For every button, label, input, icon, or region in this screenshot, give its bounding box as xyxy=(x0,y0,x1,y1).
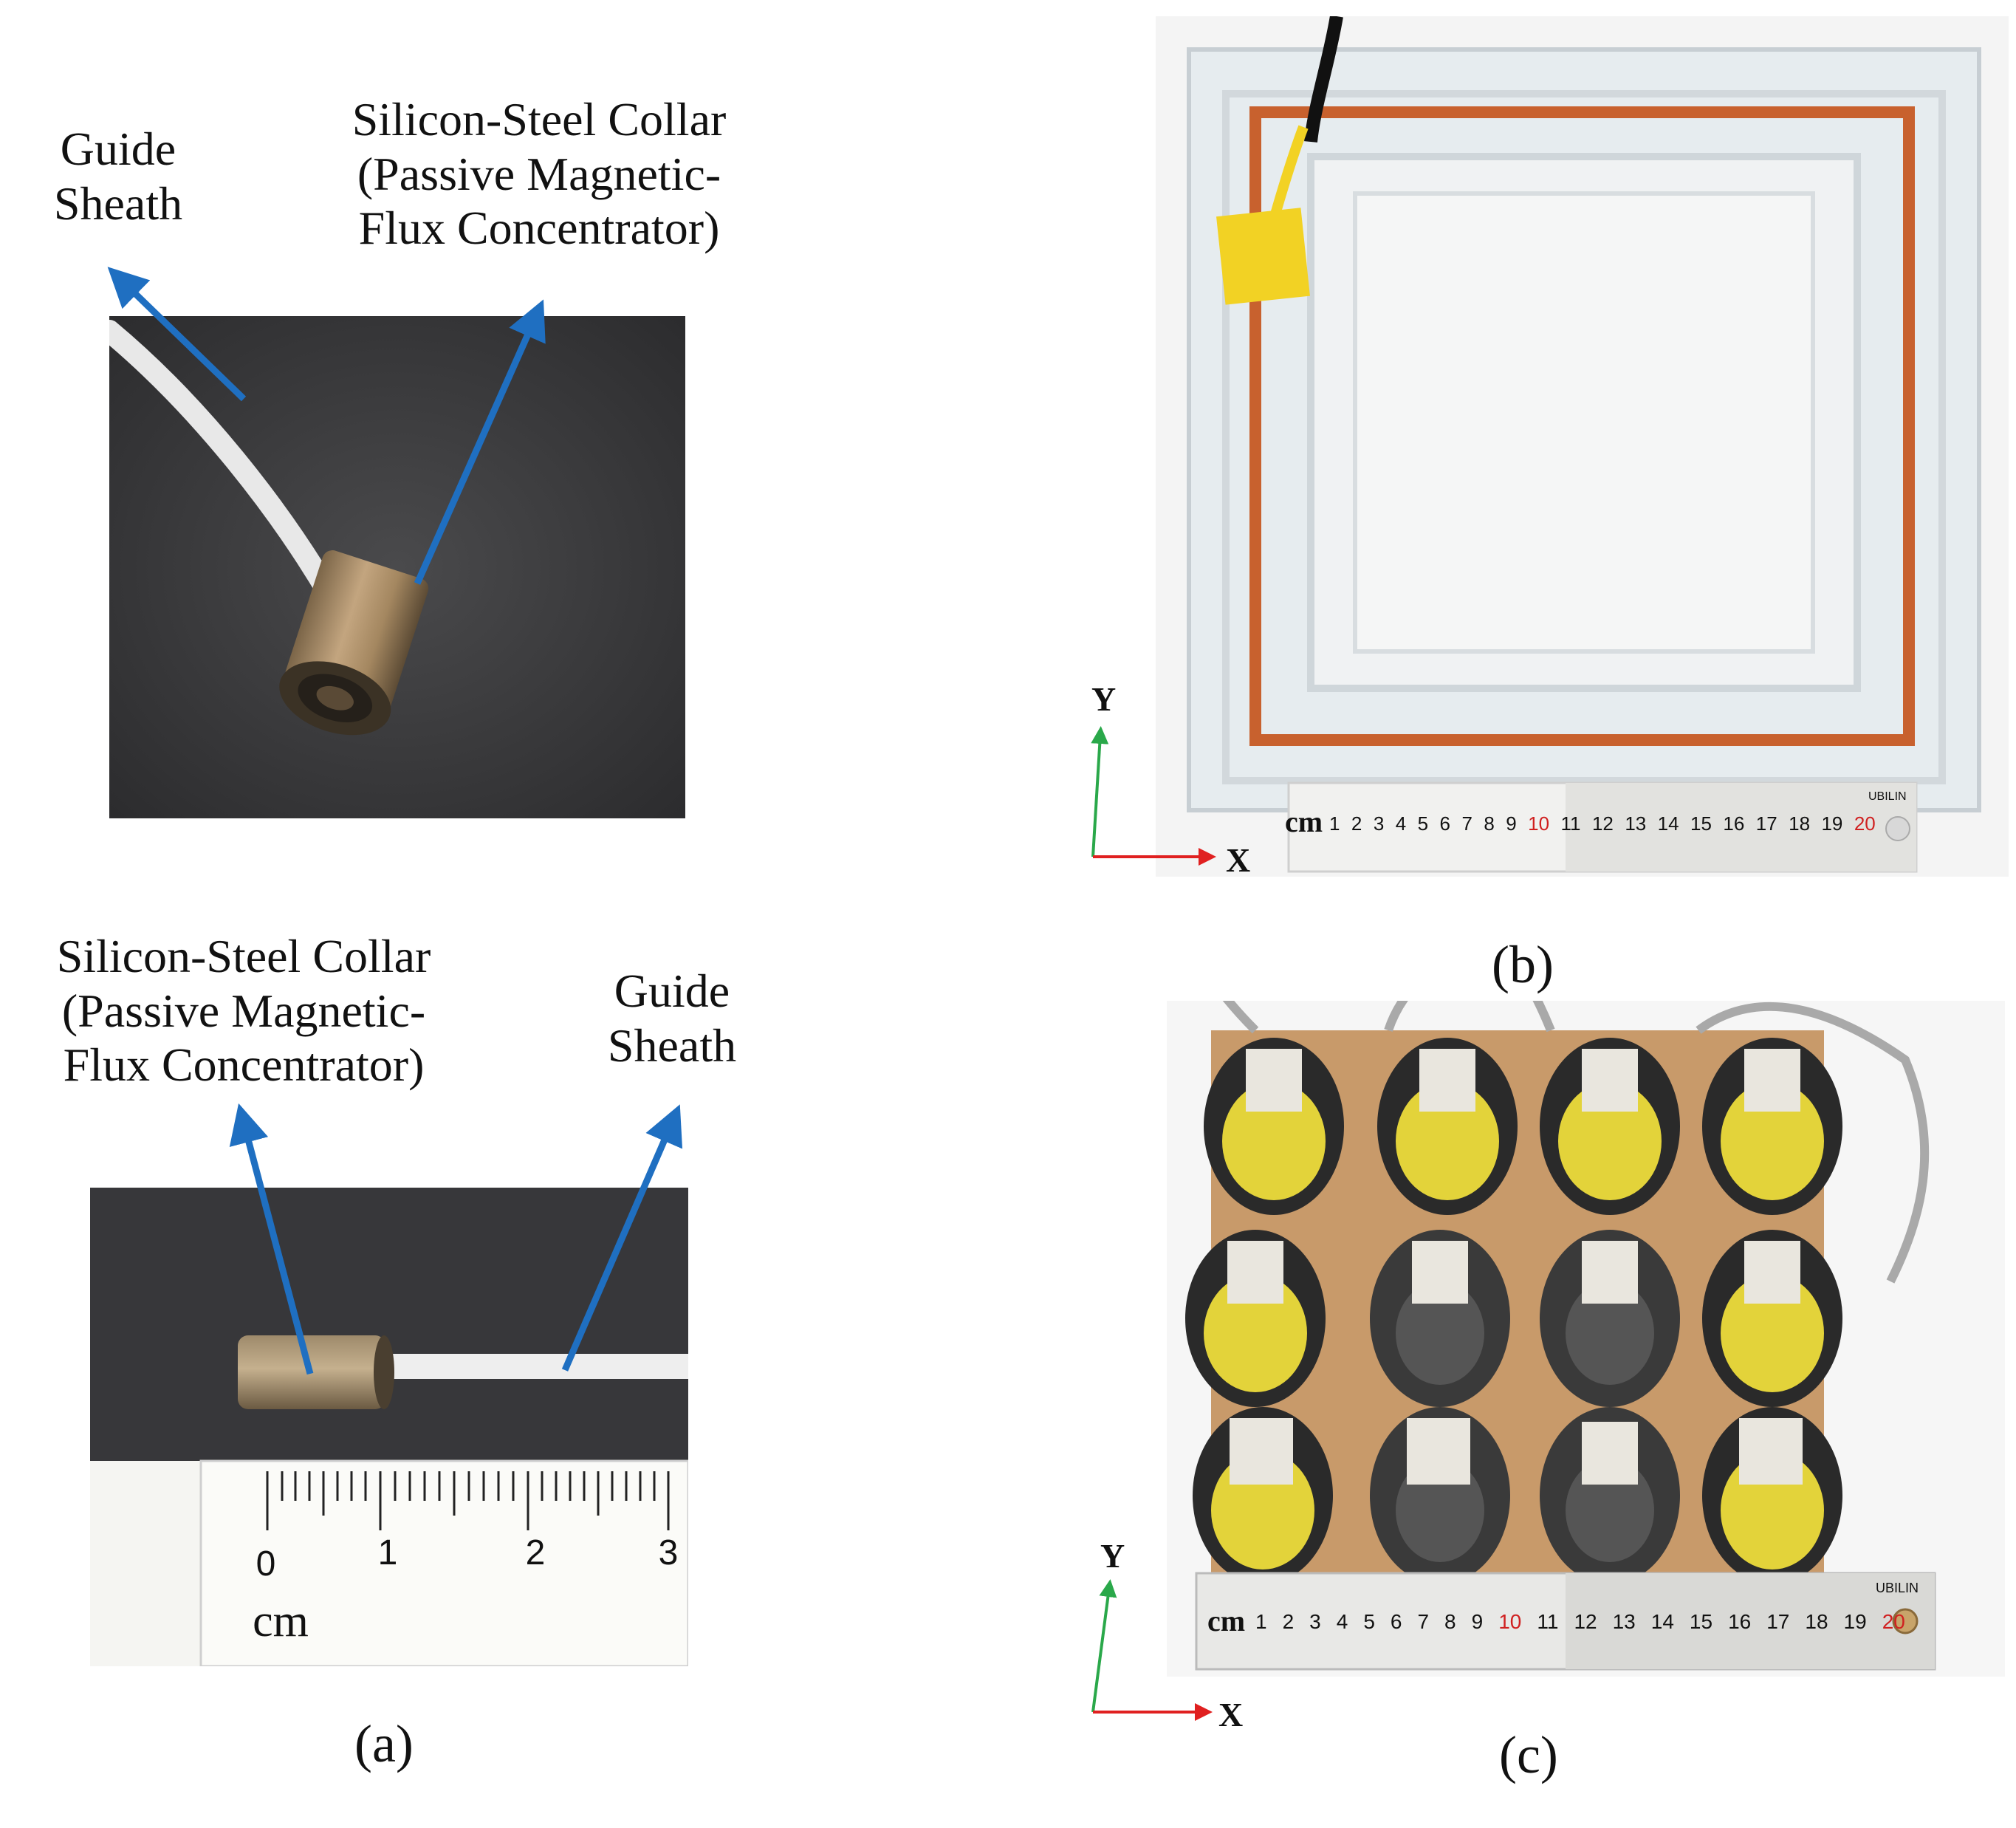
panel-a-top-guide-label: Guide Sheath xyxy=(30,122,207,230)
ruler-tick: 20 xyxy=(1882,1610,1905,1633)
ruler-tick: 14 xyxy=(1657,812,1679,835)
collar-label-line2: (Passive Magnetic- xyxy=(61,984,426,1037)
panel-a-bottom-collar-label: Silicon-Steel Collar (Passive Magnetic- … xyxy=(7,929,480,1092)
panel-a-top-collar-label: Silicon-Steel Collar (Passive Magnetic- … xyxy=(281,92,798,256)
coil-grid xyxy=(1185,1038,1842,1584)
ruler-tick: 19 xyxy=(1843,1610,1867,1633)
panel-a-bottom-photo xyxy=(90,1188,688,1666)
ruler-tick: 7 xyxy=(1417,1610,1430,1633)
ruler-tick: 12 xyxy=(1591,812,1614,835)
panel-b-ruler-brand: UBILIN xyxy=(1868,790,1907,803)
caption-a: (a) xyxy=(354,1714,414,1773)
ruler-tick: 4 xyxy=(1336,1610,1348,1633)
ruler-tick: 9 xyxy=(1471,1610,1484,1633)
ruler-tick-2: 2 xyxy=(525,1533,546,1572)
ruler-tick: 2 xyxy=(1351,812,1362,835)
ruler-tick: 13 xyxy=(1612,1610,1636,1633)
ruler-tick: 4 xyxy=(1395,812,1407,835)
ruler-tick: 16 xyxy=(1723,812,1745,835)
panel-a-top-photo xyxy=(109,316,685,818)
ruler-tick: 20 xyxy=(1854,812,1876,835)
caption-c: (c) xyxy=(1499,1725,1558,1784)
y-axis-arrow-c xyxy=(1091,1579,1117,1713)
guide-label-line1: Guide xyxy=(60,123,176,175)
collar-label-line3: Flux Concentrator) xyxy=(63,1038,425,1092)
ruler-tick: 9 xyxy=(1506,812,1517,835)
ruler-tick: 2 xyxy=(1282,1610,1295,1633)
panel-c-y-label: Y xyxy=(1100,1537,1125,1575)
caption-b: (b) xyxy=(1492,935,1554,994)
collar-label-line2: (Passive Magnetic- xyxy=(357,147,721,200)
y-axis-arrow xyxy=(1091,726,1109,857)
ruler-tick: 6 xyxy=(1439,812,1450,835)
ruler-tick: 1 xyxy=(1255,1610,1267,1633)
panel-b-x-label: X xyxy=(1226,841,1251,879)
ruler-tick: 3 xyxy=(1373,812,1385,835)
ruler-tick: 17 xyxy=(1766,1610,1790,1633)
ruler-tick: 13 xyxy=(1625,812,1647,835)
ruler-tick: 8 xyxy=(1444,1610,1456,1633)
ruler-tick: 8 xyxy=(1484,812,1495,835)
ruler-tick: 11 xyxy=(1537,1610,1559,1633)
collar-label-line1: Silicon-Steel Collar xyxy=(352,93,727,146)
ruler-tick: 17 xyxy=(1755,812,1777,835)
ruler-tick: 10 xyxy=(1498,1610,1522,1633)
ruler-tick: 15 xyxy=(1689,1610,1713,1633)
guide-label-line2: Sheath xyxy=(607,1019,737,1072)
ruler-tick: 7 xyxy=(1461,812,1472,835)
ruler-tick: 11 xyxy=(1560,812,1581,835)
panel-c-ruler-unit: cm xyxy=(1207,1604,1246,1637)
ruler-tick-1: 1 xyxy=(377,1533,398,1572)
panel-c-ruler-ticks: 1 2 3 4 5 6 7 8 9 10 11 12 13 14 15 16 1… xyxy=(1255,1610,1905,1640)
ruler-tick: 3 xyxy=(1309,1610,1321,1633)
panel-c-x-label: X xyxy=(1218,1696,1244,1733)
collar-label-line1: Silicon-Steel Collar xyxy=(56,930,431,982)
ruler-tick: 5 xyxy=(1417,812,1429,835)
ruler-unit-cm: cm xyxy=(253,1596,309,1646)
ruler-tick: 18 xyxy=(1805,1610,1828,1633)
guide-label-line1: Guide xyxy=(614,965,730,1017)
ruler-tick: 15 xyxy=(1690,812,1712,835)
collar-label-line3: Flux Concentrator) xyxy=(358,202,720,255)
ruler-tick: 1 xyxy=(1329,812,1340,835)
ruler-tick: 10 xyxy=(1528,812,1550,835)
panel-b-ruler-unit: cm xyxy=(1285,805,1323,838)
ruler-tick: 16 xyxy=(1728,1610,1752,1633)
panel-b-y-label: Y xyxy=(1091,680,1117,718)
panel-c-ruler-brand: UBILIN xyxy=(1876,1581,1919,1595)
panel-b-photo xyxy=(1156,16,2009,877)
panel-a-bottom-guide-label: Guide Sheath xyxy=(583,964,761,1072)
ruler-tick: 5 xyxy=(1363,1610,1375,1633)
ruler-tick: 19 xyxy=(1821,812,1843,835)
ruler-tick: 6 xyxy=(1390,1610,1402,1633)
panel-c-photo xyxy=(1167,1001,2005,1677)
ruler-tick-3: 3 xyxy=(658,1533,679,1572)
ruler-tick: 18 xyxy=(1789,812,1811,835)
ruler-tick: 14 xyxy=(1650,1610,1674,1633)
ruler-tick: 12 xyxy=(1574,1610,1597,1633)
guide-label-line2: Sheath xyxy=(53,177,183,230)
ruler-tick-0: 0 xyxy=(256,1544,276,1584)
panel-b-ruler-ticks: 1 2 3 4 5 6 7 8 9 10 11 12 13 14 15 16 1… xyxy=(1329,812,1876,842)
